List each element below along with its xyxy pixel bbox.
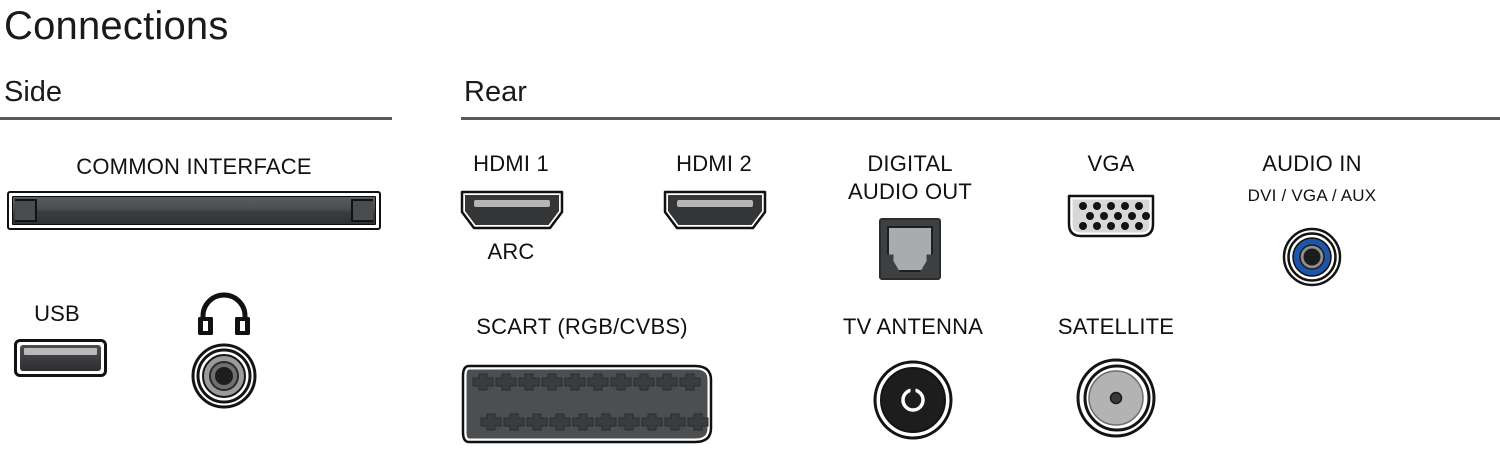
scart-port-icon[interactable] <box>459 362 717 446</box>
section-heading-rear: Rear <box>464 76 527 108</box>
usb-port-body <box>20 345 101 371</box>
coax-antenna-icon[interactable] <box>873 360 953 440</box>
hdmi-port-icon-1[interactable] <box>458 188 566 232</box>
label-scart-sub: (RGB/CVBS) <box>557 314 688 339</box>
label-digital-audio-out-line2: AUDIO OUT <box>847 179 973 204</box>
optical-toslink-icon[interactable] <box>879 218 941 280</box>
ci-slot-icon[interactable] <box>7 191 381 230</box>
label-common-interface: COMMON INTERFACE <box>76 154 312 179</box>
label-usb: USB <box>34 301 80 326</box>
ci-slot-bracket-left <box>15 199 37 222</box>
usb-port-bar <box>24 348 97 355</box>
section-rule-rear <box>461 117 1500 120</box>
label-scart-main: SCART <box>476 314 552 339</box>
headphone-jack-icon[interactable] <box>191 343 257 409</box>
label-hdmi-1-arc: ARC <box>487 239 535 264</box>
hdmi-port-icon-2[interactable] <box>661 188 769 232</box>
label-digital-audio-out-line1: DIGITAL <box>867 151 953 176</box>
headphone-icon <box>196 292 252 336</box>
label-hdmi-2: HDMI 2 <box>676 151 752 176</box>
label-vga: VGA <box>1087 151 1135 176</box>
vga-port-icon[interactable] <box>1063 190 1159 242</box>
audio-jack-blue-icon[interactable] <box>1282 227 1342 287</box>
label-tv-antenna: TV ANTENNA <box>842 314 984 339</box>
label-satellite: SATELLITE <box>1057 314 1175 339</box>
section-heading-side: Side <box>4 76 63 108</box>
page-title: Connections <box>4 4 229 48</box>
usb-port-icon[interactable] <box>14 339 107 377</box>
ci-slot-bracket-right <box>351 199 373 222</box>
optical-toslink-inner <box>887 226 933 272</box>
label-audio-in: AUDIO IN <box>1262 151 1362 176</box>
label-audio-in-sub: DVI / VGA / AUX <box>1247 186 1377 205</box>
label-hdmi-1: HDMI 1 <box>473 151 549 176</box>
label-scart: SCART (RGB/CVBS) <box>476 314 688 340</box>
ci-slot-inner <box>12 196 376 225</box>
coax-satellite-icon[interactable] <box>1076 358 1156 438</box>
section-rule-side <box>0 117 392 120</box>
